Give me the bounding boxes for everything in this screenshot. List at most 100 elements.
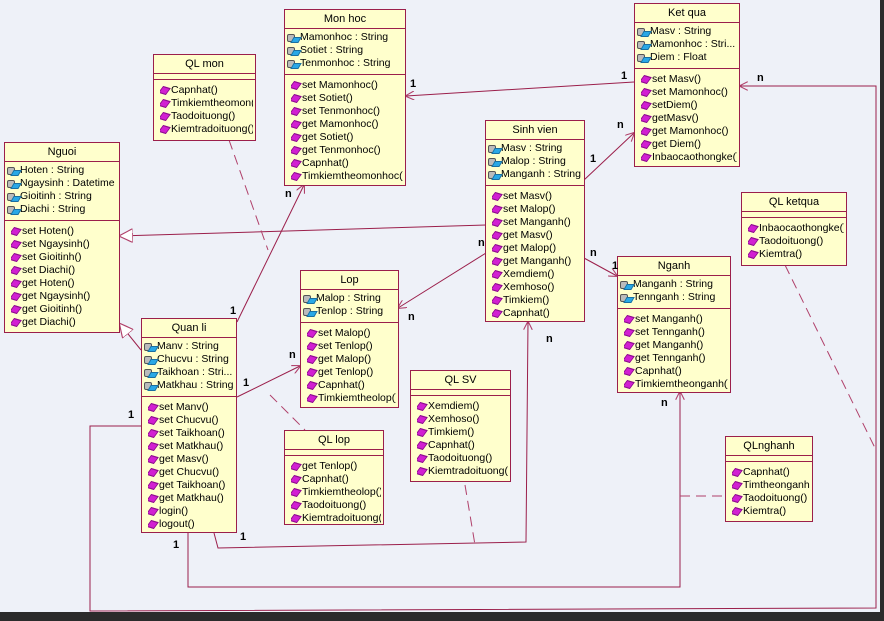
multiplicity-label: n — [661, 397, 668, 409]
class-attribute: Sotiet : String — [287, 44, 403, 57]
class-operation: get Mamonhoc() — [291, 118, 403, 131]
public-operation-icon — [492, 295, 503, 306]
class-ql-lop[interactable]: QL lop get Tenlop()Capnhat()Timkiemtheol… — [284, 430, 384, 525]
operation-text: set Malop() — [318, 327, 371, 339]
multiplicity-label: 1 — [410, 78, 417, 90]
public-operation-icon — [732, 506, 743, 517]
public-operation-icon — [492, 204, 503, 215]
operation-text: get Matkhau() — [159, 492, 224, 504]
public-operation-icon — [624, 366, 635, 377]
class-attribute: Tenmonhoc : String — [287, 57, 403, 70]
private-attribute-icon — [7, 179, 19, 189]
operation-text: Timkiemtheomonhoc() — [302, 170, 403, 182]
private-attribute-icon — [637, 40, 649, 50]
class-title: Sinh vien — [486, 121, 584, 140]
public-operation-icon — [492, 269, 503, 280]
public-operation-icon — [11, 278, 22, 289]
public-operation-icon — [417, 427, 428, 438]
operation-text: Capnhat() — [635, 365, 682, 377]
class-operation: get Taikhoan() — [148, 479, 234, 492]
operation-text: get Hoten() — [22, 277, 75, 289]
class-operation: set Gioitinh() — [11, 251, 117, 264]
operation-text: set Tenlop() — [318, 340, 373, 352]
public-operation-icon — [641, 113, 652, 124]
class-operation: Taodoituong() — [732, 492, 810, 505]
public-operation-icon — [417, 414, 428, 425]
operation-text: set Chucvu() — [159, 414, 219, 426]
public-operation-icon — [148, 467, 159, 478]
class-attribute: Manganh : String — [620, 278, 728, 291]
class-operation: Inbaocaothongke() — [641, 151, 737, 164]
operation-list: set Mamonhoc()set Sotiet()set Tenmonhoc(… — [285, 75, 405, 185]
public-operation-icon — [291, 500, 302, 511]
operation-text: set Tenmonhoc() — [302, 105, 381, 117]
class-ql-sv[interactable]: QL SV Xemdiem()Xemhoso()Timkiem()Capnhat… — [410, 370, 511, 482]
operation-list: Xemdiem()Xemhoso()Timkiem()Capnhat()Taod… — [411, 396, 510, 480]
attribute-text: Taikhoan : Stri... — [157, 366, 233, 378]
operation-text: set Ngaysinh() — [22, 238, 90, 250]
edge-quanli-monhoc — [236, 185, 304, 323]
class-attribute: Ngaysinh : Datetime — [7, 177, 117, 190]
operation-text: get Diachi() — [22, 316, 76, 328]
class-ql-mon[interactable]: QL mon Capnhat()Timkiemtheomon()Taodoitu… — [153, 54, 256, 141]
multiplicity-label: n — [289, 349, 296, 361]
public-operation-icon — [624, 353, 635, 364]
class-operation: get Sotiet() — [291, 131, 403, 144]
class-operation: Capnhat() — [417, 439, 508, 452]
operation-text: set Masv() — [652, 73, 702, 85]
class-attribute: Chucvu : String — [144, 353, 234, 366]
operation-text: Timkiem() — [503, 294, 550, 306]
class-operation: Capnhat() — [624, 365, 728, 378]
public-operation-icon — [148, 519, 159, 530]
class-operation: Capnhat() — [732, 466, 810, 479]
class-attribute: Gioitinh : String — [7, 190, 117, 203]
operation-list: set Manv()set Chucvu()set Taikhoan()set … — [142, 397, 236, 533]
class-ql-ketqua[interactable]: QL ketqua Inbaocaothongke()Taodoituong()… — [741, 192, 847, 266]
class-operation: get Manganh() — [624, 339, 728, 352]
operation-text: get Tenlop() — [302, 460, 358, 472]
public-operation-icon — [148, 480, 159, 491]
attribute-text: Hoten : String — [20, 164, 85, 176]
class-operation: get Tennganh() — [624, 352, 728, 365]
attribute-text: Ngaysinh : Datetime — [20, 177, 115, 189]
private-attribute-icon — [7, 205, 19, 215]
attribute-text: Malop : String — [501, 155, 566, 167]
public-operation-icon — [307, 367, 318, 378]
operation-text: set Manganh() — [635, 313, 703, 325]
private-attribute-icon — [620, 280, 632, 290]
operation-text: Timkiemtheonganh() — [635, 378, 728, 390]
edge-ketqua-monhoc — [406, 81, 635, 96]
operation-text: Timkiemtheolop() — [318, 392, 396, 404]
class-attribute: Mamonhoc : Stri... — [637, 38, 737, 51]
public-operation-icon — [291, 93, 302, 104]
class-operation: Timkiemtheonganh() — [624, 378, 728, 391]
private-attribute-icon — [303, 294, 315, 304]
class-attribute: Taikhoan : Stri... — [144, 366, 234, 379]
class-qlnganh[interactable]: QLnghanh Capnhat()Timtheonganh()Taodoitu… — [725, 436, 813, 522]
public-operation-icon — [624, 327, 635, 338]
public-operation-icon — [291, 119, 302, 130]
multiplicity-label: 1 — [590, 153, 597, 165]
public-operation-icon — [160, 85, 171, 96]
class-operation: Kiemtradoituong() — [291, 512, 381, 525]
class-operation: Timkiemtheomonhoc() — [291, 170, 403, 183]
attribute-list — [154, 74, 255, 80]
class-operation: get Tenlop() — [291, 460, 381, 473]
class-attribute: Matkhau : String — [144, 379, 234, 392]
operation-text: Taodoituong() — [759, 235, 824, 247]
public-operation-icon — [624, 379, 635, 390]
multiplicity-label: n — [478, 237, 485, 249]
private-attribute-icon — [637, 53, 649, 63]
multiplicity-label: n — [285, 188, 292, 200]
public-operation-icon — [148, 402, 159, 413]
class-operation: Kiemtra() — [748, 248, 844, 261]
